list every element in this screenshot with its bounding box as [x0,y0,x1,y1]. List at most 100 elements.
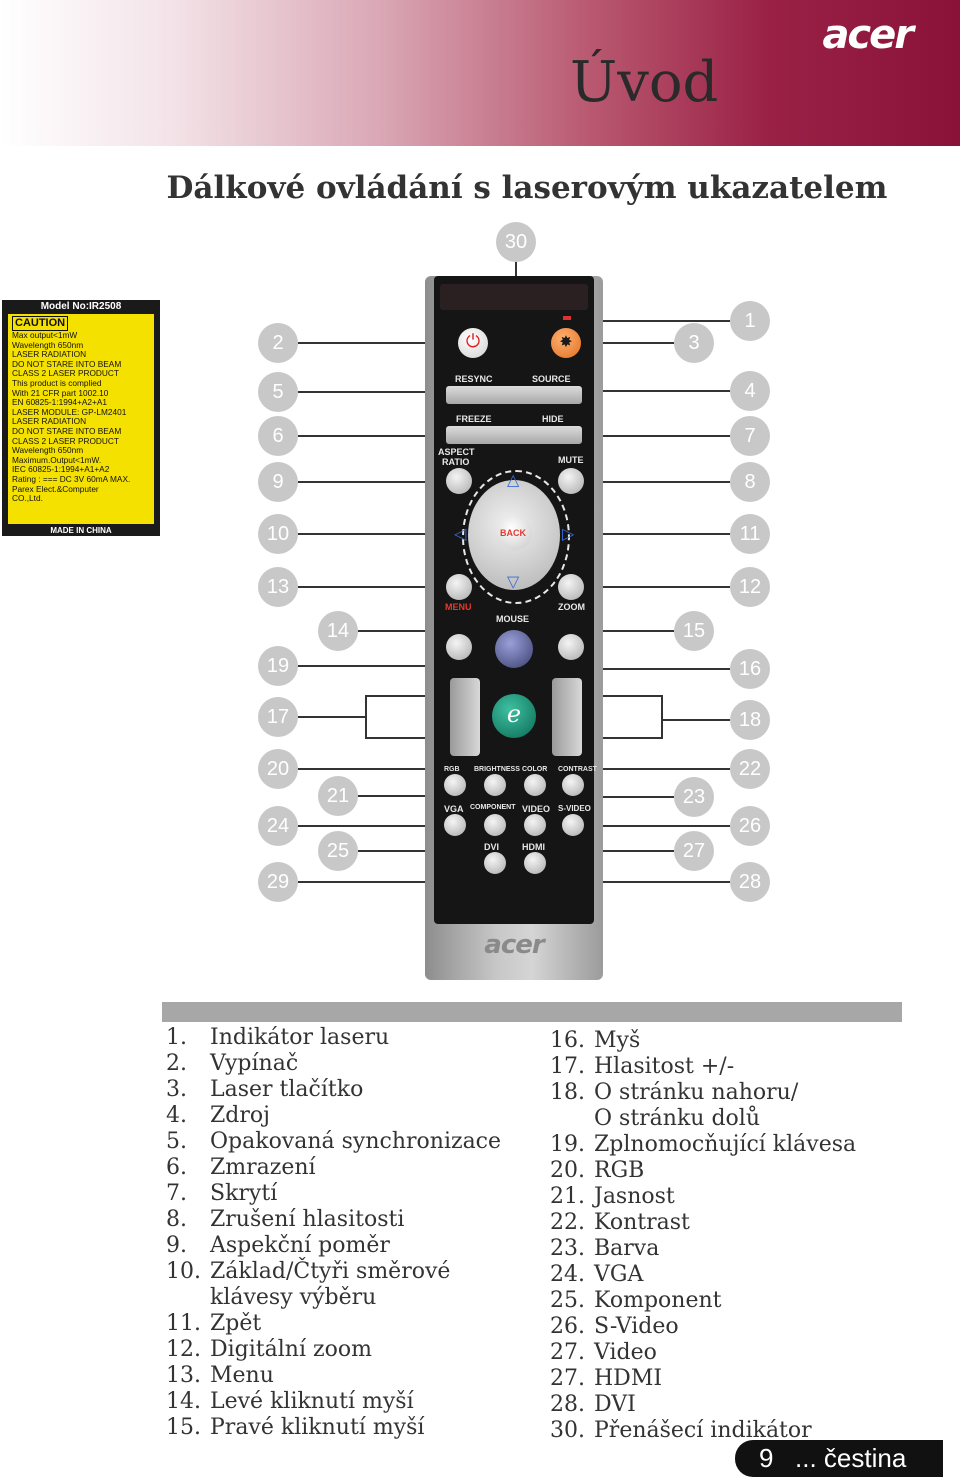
label-line: Max output<1mW [12,330,78,340]
mouse-label: MOUSE [496,614,530,624]
contrast-button[interactable] [562,774,584,796]
callout-30: 30 [496,222,536,262]
callout-19: 19 [258,646,298,686]
label-line: Maximum.Output<1mW. [12,454,102,465]
list-item: 13.Menu [166,1363,274,1388]
list-item: 22.Kontrast [550,1210,690,1235]
label-yellow-area: CAUTION Max output<1mW Wavelength 650nm … [8,314,154,524]
rgb-button[interactable] [444,774,466,796]
zoom-label: ZOOM [558,602,585,612]
vga-button[interactable] [444,814,466,836]
color-button[interactable] [524,774,546,796]
svideo-button[interactable] [562,814,584,836]
back-label: BACK [500,528,526,538]
list-item: 4.Zdroj [166,1103,270,1128]
remote-acer-logo: acer [484,930,544,960]
list-item: 18.O stránku nahoru/ [550,1080,799,1105]
rgb-label: RGB [444,766,460,773]
mouse-pad[interactable] [495,630,533,668]
label-line: CLASS 2 LASER PRODUCT [12,435,119,446]
label-line: CLASS 2 LASER PRODUCT [12,368,119,379]
aspect-ratio-button[interactable] [446,468,472,494]
freeze-label: FREEZE [456,414,492,424]
zoom-button[interactable] [558,574,584,600]
list-item: 16.Myš [550,1028,641,1053]
empowering-key[interactable]: e [492,694,536,738]
transmit-window [440,284,588,310]
remote-control: ⏻ ✸ RESYNC SOURCE FREEZE HIDE ASPECT RAT… [425,276,603,980]
list-item: 15.Pravé kliknutí myší [166,1415,425,1440]
resync-label: RESYNC [455,374,493,384]
back-button[interactable]: BACK [498,516,532,550]
callout-13: 13 [258,567,298,607]
list-item: 26.S-Video [550,1314,679,1339]
label-line: DO NOT STARE INTO BEAM [12,358,122,369]
list-item: 10.Základ/Čtyři směrové [166,1259,451,1284]
dpad-outline [462,470,570,604]
callout-7: 7 [730,416,770,456]
menu-button[interactable] [446,574,472,600]
page-number: 9 [759,1443,774,1473]
label-line: LASER RADIATION [12,416,87,427]
source-label: SOURCE [532,374,571,384]
list-item: 11.Zpět [166,1311,262,1336]
callout-4: 4 [730,371,770,411]
brightness-button[interactable] [484,774,506,796]
callout-10: 10 [258,514,298,554]
power-icon: ⏻ [465,331,481,352]
right-arrow-icon[interactable]: ▷ [562,524,575,543]
dvi-button[interactable] [484,852,506,874]
list-item: 2.Vypínač [166,1051,299,1076]
resync-source-bar[interactable] [446,386,582,404]
volume-rocker[interactable] [450,678,480,756]
hide-label: HIDE [542,414,564,424]
section-divider [162,1002,902,1022]
list-item: 12.Digitální zoom [166,1337,372,1362]
right-click-button[interactable] [558,634,584,660]
page-footer: 9 ... čestina [735,1440,943,1477]
callout-11: 11 [730,514,770,554]
left-click-button[interactable] [446,634,472,660]
list-item: 7.Skrytí [166,1181,278,1206]
legend-list-right: 16.Myš 17.Hlasitost +/- 18.O stránku nah… [550,1028,856,1444]
language-label: ... čestina [795,1443,907,1473]
callout-28: 28 [730,862,770,902]
video-button[interactable] [524,814,546,836]
up-arrow-icon[interactable]: △ [507,470,520,489]
callout-22: 22 [730,749,770,789]
callout-9: 9 [258,462,298,502]
callout-21: 21 [318,776,358,816]
callout-16: 16 [730,649,770,689]
list-item: 1.Indikátor laseru [166,1025,390,1050]
hdmi-button[interactable] [524,852,546,874]
callout-5: 5 [258,372,298,412]
empowering-e-icon: e [506,700,522,728]
power-button[interactable]: ⏻ [458,328,488,358]
down-arrow-icon[interactable]: ▽ [507,572,520,591]
component-label: COMPONENT [470,804,516,811]
component-button[interactable] [484,814,506,836]
list-item: klávesy výběru [210,1285,377,1310]
label-line: Parex Elect.&Computer [12,483,99,494]
list-item: 17.Hlasitost +/- [550,1054,735,1079]
callout-2: 2 [258,323,298,363]
page-title: Dálkové ovládání s laserovým ukazatelem [166,170,888,206]
mute-button[interactable] [558,468,584,494]
list-item: 3.Laser tlačítko [166,1077,364,1102]
label-line: With 21 CFR part 1002.10 [12,387,109,398]
laser-button[interactable]: ✸ [551,328,581,358]
left-arrow-icon[interactable]: ◁ [454,524,467,543]
list-item: 28.DVI [550,1392,636,1417]
dvi-label: DVI [484,842,500,852]
label-model: Model No:IR2508 [40,301,122,312]
label-text: CAUTION Max output<1mW Wavelength 650nm … [12,316,152,504]
mute-label: MUTE [558,455,584,465]
label-line: Wavelength 650nm [12,339,84,350]
list-item: O stránku dolů [594,1106,760,1131]
laser-indicator [563,316,571,320]
freeze-hide-bar[interactable] [446,426,582,444]
callout-17: 17 [258,697,298,737]
list-item: 25.Komponent [550,1288,722,1313]
page-rocker[interactable] [552,678,582,756]
callout-20: 20 [258,749,298,789]
